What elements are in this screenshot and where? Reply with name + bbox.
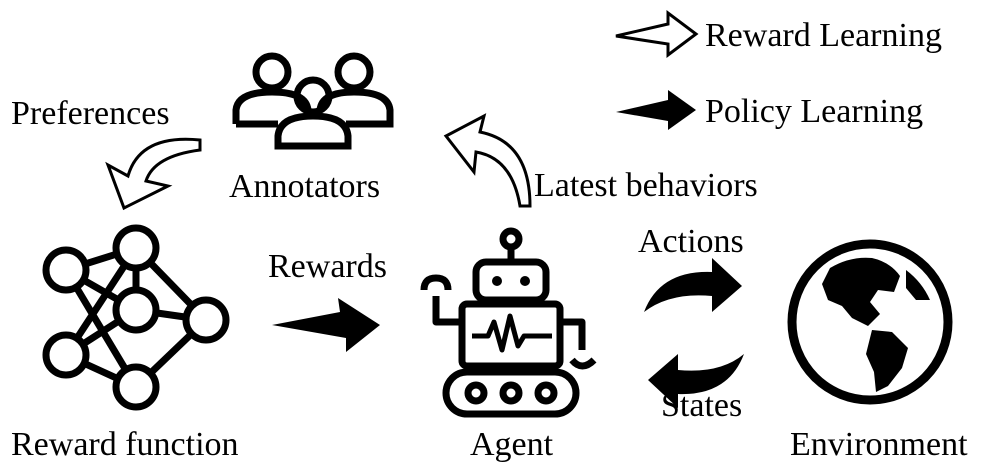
actions-label: Actions <box>638 223 744 260</box>
states-arrow <box>648 354 744 408</box>
rewards-arrow <box>272 298 380 352</box>
reward-learning-legend-arrow <box>615 10 699 58</box>
states-label: States <box>661 387 743 424</box>
reward-learning-legend-label: Reward Learning <box>705 17 942 54</box>
rewards-label: Rewards <box>268 248 387 285</box>
robot-icon <box>420 227 597 418</box>
reward-function-label: Reward function <box>11 426 239 463</box>
annotators-label: Annotators <box>229 168 381 205</box>
policy-learning-legend-label: Policy Learning <box>705 93 924 130</box>
actions-arrow <box>644 258 742 312</box>
neural-network-icon <box>42 224 230 411</box>
globe-icon <box>787 239 953 405</box>
preferences-label: Preferences <box>11 95 170 132</box>
environment-label: Environment <box>790 426 968 463</box>
latest-behaviors-arrow <box>443 113 532 208</box>
preferences-arrow <box>105 137 202 211</box>
policy-learning-legend-arrow <box>616 90 696 130</box>
latest-behaviors-label: Latest behaviors <box>534 167 758 204</box>
people-group-icon <box>232 52 394 150</box>
agent-label: Agent <box>470 426 554 463</box>
